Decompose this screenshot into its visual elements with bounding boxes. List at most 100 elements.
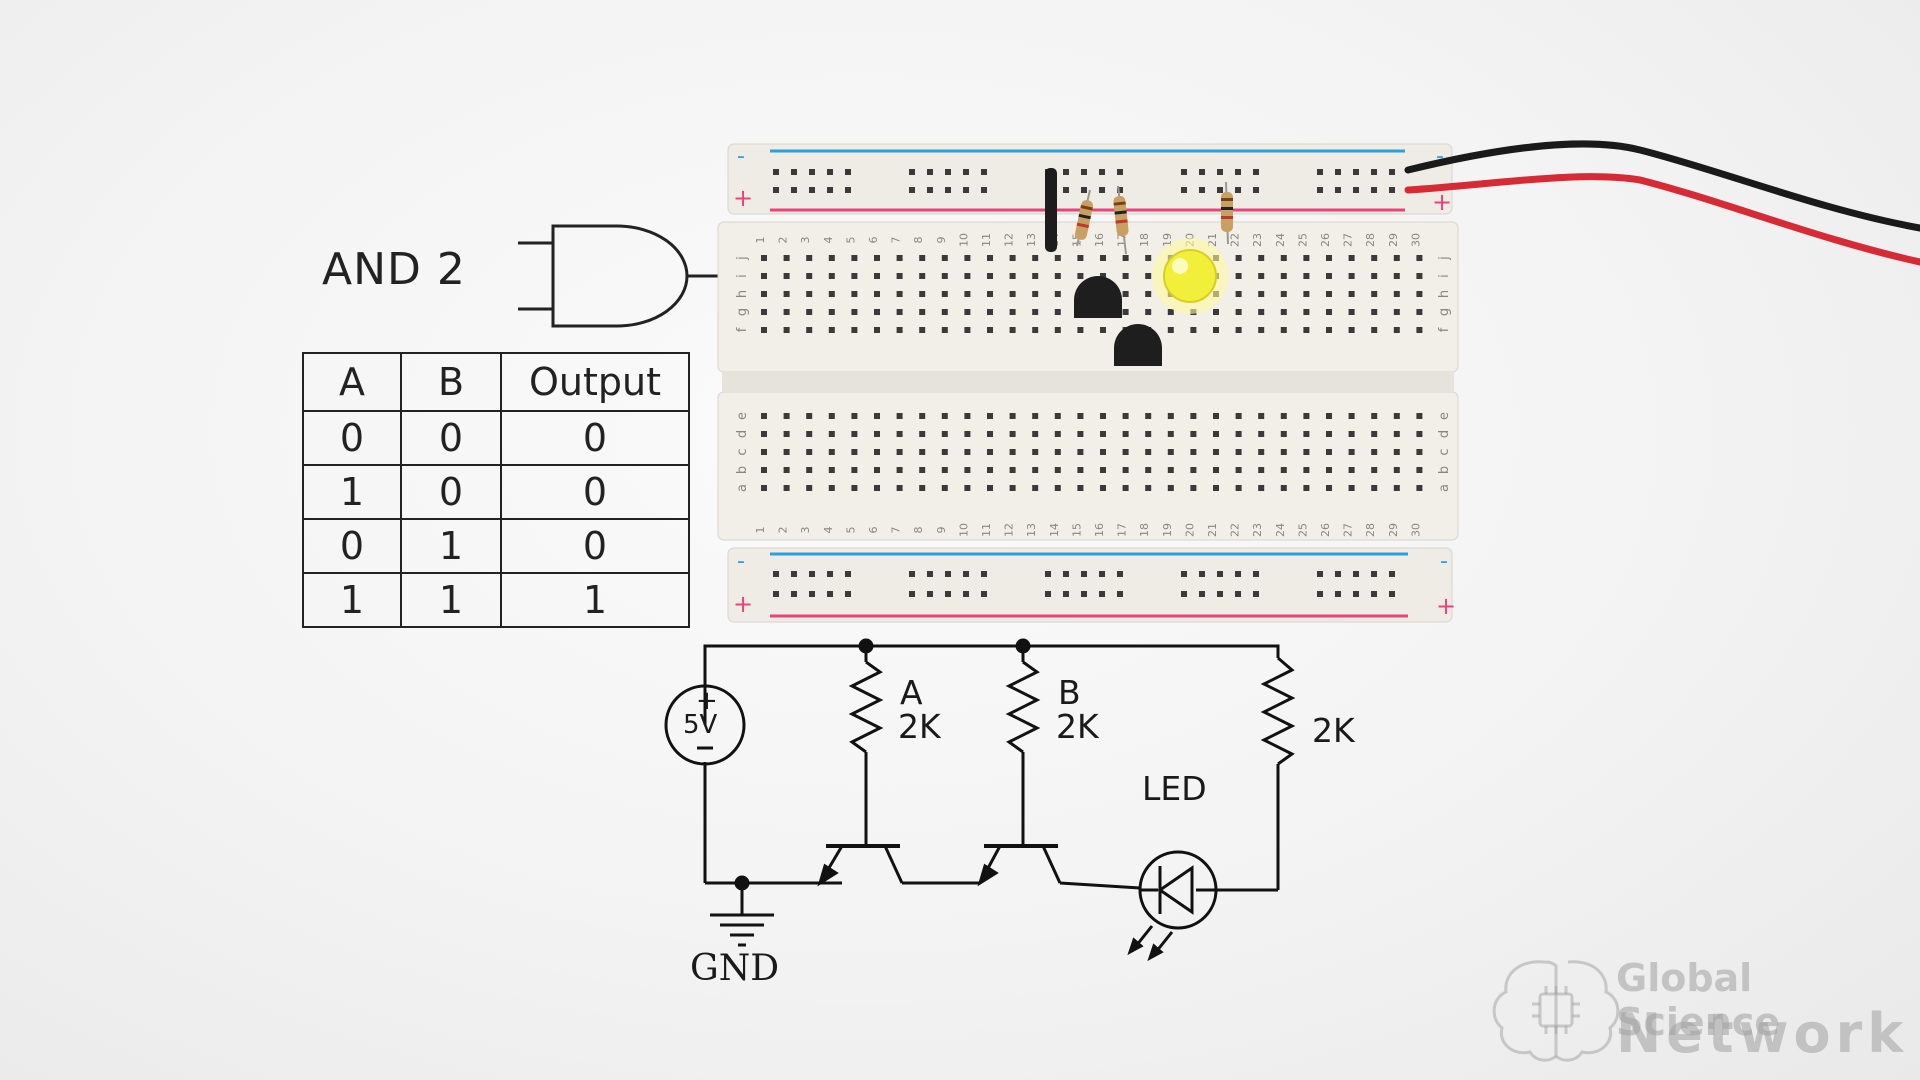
breadboard-hole [828,467,835,473]
column-number: 19 [1161,523,1174,537]
cell-b: 1 [400,572,502,628]
breadboard-hole [1303,255,1310,261]
table-row: 1 1 1 [302,572,690,628]
breadboard-hole [896,273,903,279]
breadboard-hole [828,255,835,261]
breadboard-hole [919,485,926,491]
table-row: 1 0 0 [302,464,690,520]
row-letter: a [1437,484,1452,492]
voltage-source [664,684,746,766]
column-number: 12 [1003,233,1016,247]
column-number: 2 [777,527,790,534]
breadboard-hole [1235,255,1242,261]
breadboard-hole [1235,327,1242,333]
column-number: 23 [1251,233,1264,247]
breadboard-hole [919,449,926,455]
breadboard-hole [1235,449,1242,455]
power-wires [1404,140,1920,266]
breadboard-hole [964,291,971,297]
truth-table-header-row: A B Output [302,352,690,412]
breadboard-hole [1122,413,1129,419]
breadboard-hole [874,467,880,473]
gate-title: AND 2 [322,244,466,295]
rail-plus-top-left: + [733,184,753,212]
column-number: 9 [935,237,948,244]
breadboard-hole [1054,449,1061,455]
resistor-a-symbol [848,660,884,754]
breadboard-hole [1213,449,1219,455]
breadboard-hole [851,467,858,473]
breadboard-hole [1326,485,1332,491]
breadboard-hole [1258,449,1265,455]
breadboard-hole [791,591,797,597]
breadboard-hole [1190,327,1197,333]
breadboard-hole [828,309,835,315]
breadboard-hole [987,485,993,491]
breadboard-hole [809,571,815,577]
column-number: 12 [1003,523,1016,537]
breadboard-hole [1258,467,1265,473]
breadboard-hole [1045,571,1051,577]
column-number: 7 [890,527,903,534]
breadboard-hole [806,309,813,315]
breadboard-hole [828,431,835,437]
column-number: 17 [1116,523,1129,537]
breadboard-hole [1389,187,1395,193]
breadboard-hole [874,273,880,279]
breadboard-hole [1145,255,1152,261]
breadboard-hole [1371,255,1378,261]
breadboard-hole [1393,413,1400,419]
breadboard-hole [1054,291,1061,297]
cell-output: 1 [500,572,690,628]
breadboard-hole [1213,467,1219,473]
rail-plus-bottom-right: + [1436,592,1456,620]
breadboard-hole [1190,485,1197,491]
breadboard-hole [851,431,858,437]
column-number: 2 [777,237,790,244]
column-number: 6 [867,527,880,534]
breadboard-hole [1303,291,1310,297]
breadboard-hole [1416,327,1423,333]
breadboard-hole [828,449,835,455]
column-number: 3 [799,237,812,244]
cell-b: 0 [400,410,502,466]
column-number: 3 [799,527,812,534]
breadboard-hole [963,187,969,193]
breadboard-hole [1100,431,1106,437]
breadboard-hole [1348,273,1355,279]
breadboard-hole [941,413,948,419]
breadboard-hole [806,485,813,491]
breadboard-hole [987,309,993,315]
breadboard-hole [1235,431,1242,437]
breadboard-hole [783,327,790,333]
breadboard-hole [806,273,813,279]
breadboard-hole [1032,431,1039,437]
breadboard-hole [909,187,915,193]
breadboard-hole [874,413,880,419]
breadboard-hole [1303,413,1310,419]
breadboard-hole [1032,485,1039,491]
breadboard-hole [1145,431,1152,437]
breadboard-hole [1063,591,1069,597]
column-number: 25 [1296,233,1309,247]
breadboard-hole [1303,449,1310,455]
breadboard-hole [761,467,767,473]
breadboard-hole [1371,467,1378,473]
breadboard-hole [874,255,880,261]
breadboard-hole [806,467,813,473]
resistor-a-value: 2K [898,707,941,746]
breadboard-hole [874,309,880,315]
breadboard-hole [1032,255,1039,261]
row-letter: b [1437,466,1452,474]
column-number: 15 [1070,523,1083,537]
header-output: Output [500,352,690,412]
cell-a: 0 [302,410,402,466]
breadboard-hole [1077,255,1084,261]
column-number: 30 [1409,523,1422,537]
cell-output: 0 [500,464,690,520]
breadboard-hole [1009,273,1016,279]
breadboard-hole [964,327,971,333]
breadboard-hole [1393,467,1400,473]
node-top-b [1015,638,1031,654]
breadboard-hole [1199,571,1205,577]
